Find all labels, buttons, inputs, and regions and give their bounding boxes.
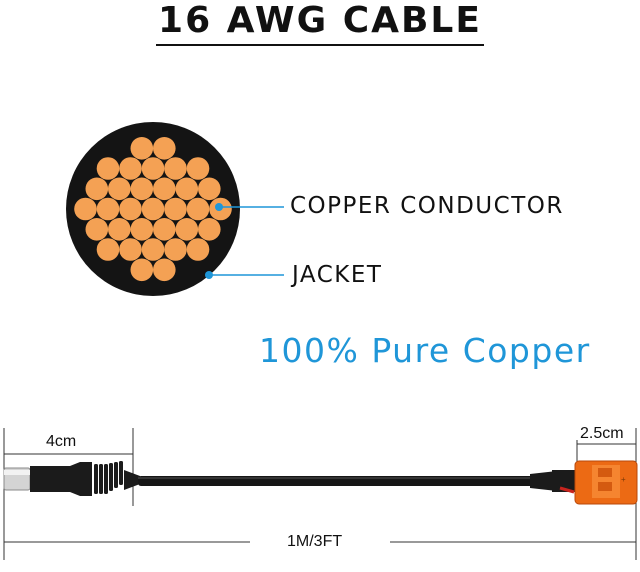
copper-strand: [119, 238, 142, 261]
copper-strand: [186, 197, 210, 221]
tagline: 100% Pure Copper: [259, 331, 591, 370]
dimension-lines: [3, 428, 637, 560]
plug-grip-ridges: [94, 461, 123, 494]
connector-mark: +: [621, 475, 626, 484]
connector-length-label: 2.5cm: [580, 425, 624, 442]
copper-strand: [96, 157, 120, 180]
jacket-callout-dot: [205, 271, 213, 279]
copper-strand: [164, 238, 187, 261]
copper-strand: [153, 218, 176, 241]
cable-cross-section: [66, 122, 240, 296]
copper-strand: [85, 218, 109, 241]
copper-strand: [108, 218, 131, 241]
copper-strand: [175, 218, 199, 241]
cable-length-label: 1M/3FT: [287, 533, 343, 550]
copper-strand: [130, 137, 154, 160]
copper-strand: [186, 238, 210, 261]
copper-strand: [198, 177, 221, 201]
copper-strand: [119, 197, 142, 221]
title-text: 16 AWG CABLE: [156, 0, 484, 46]
conductor-callout-dot: [215, 203, 223, 211]
grip-ridge: [94, 464, 98, 494]
copper-strand: [96, 197, 120, 221]
copper-strands: [74, 137, 232, 282]
copper-strand: [85, 177, 109, 201]
copper-strand: [141, 197, 165, 221]
copper-strand: [175, 177, 199, 201]
copper-strand: [164, 197, 187, 221]
copper-strand: [198, 218, 221, 241]
grip-ridge: [109, 463, 113, 491]
copper-strand: [153, 258, 176, 282]
copper-strand: [108, 177, 131, 201]
grip-ridge: [99, 464, 103, 494]
barrel-length-label: 4cm: [46, 433, 77, 450]
page-title: 16 AWG CABLE: [0, 0, 640, 46]
jacket-label: JACKET: [292, 262, 383, 288]
copper-strand: [130, 177, 154, 201]
xt60-connector: +: [530, 460, 638, 505]
copper-strand: [141, 238, 165, 261]
copper-strand: [164, 157, 187, 180]
copper-strand: [186, 157, 210, 180]
grip-ridge: [114, 462, 118, 488]
copper-strand: [96, 238, 120, 261]
copper-strand: [130, 258, 154, 282]
copper-strand: [130, 218, 154, 241]
copper-strand: [119, 157, 142, 180]
copper-strand: [141, 157, 165, 180]
grip-ridge: [104, 464, 108, 494]
copper-strand: [153, 137, 176, 160]
dc-barrel-plug: [3, 461, 140, 496]
grip-ridge: [119, 461, 123, 485]
copper-strand: [74, 197, 97, 221]
copper-strand: [153, 177, 176, 201]
conductor-label: COPPER CONDUCTOR: [290, 193, 564, 219]
